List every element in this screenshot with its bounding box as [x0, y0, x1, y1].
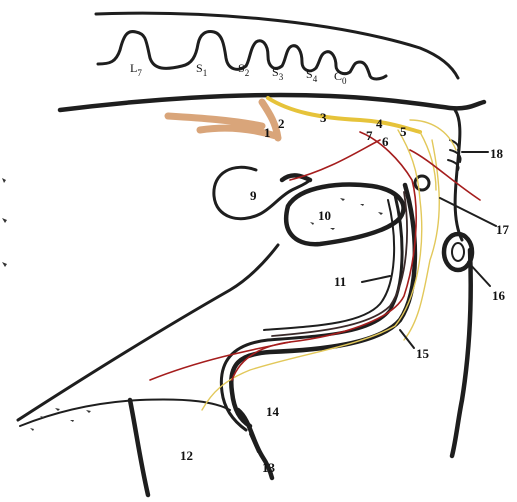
label-10: 10 — [318, 208, 331, 223]
margin-marks — [2, 178, 7, 267]
label-13: 13 — [262, 460, 276, 475]
label-7: 7 — [366, 128, 373, 143]
label-4: 4 — [376, 116, 383, 131]
ring-16-outer — [444, 234, 472, 270]
label-cd: C0 — [334, 69, 347, 86]
label-12: 12 — [180, 448, 193, 463]
label-l7: L7 — [130, 61, 142, 78]
label-2: 2 — [278, 116, 285, 131]
right-boundary — [452, 250, 471, 456]
label-17: 17 — [496, 222, 510, 237]
label-5: 5 — [400, 124, 407, 139]
label-15: 15 — [416, 346, 430, 361]
pointer-15 — [400, 330, 414, 348]
pelvic-floor-lower — [20, 399, 230, 426]
pointer-17 — [440, 198, 496, 226]
label-18: 18 — [490, 146, 504, 161]
label-6: 6 — [382, 134, 389, 149]
gland-10-outline — [286, 185, 403, 245]
label-s1: S1 — [196, 61, 207, 78]
vertebra-labels: L7 S1 S2 S3 S4 C0 — [130, 61, 347, 86]
label-9: 9 — [250, 188, 257, 203]
label-1: 1 — [264, 125, 271, 140]
label-14: 14 — [266, 404, 280, 419]
label-11: 11 — [334, 274, 346, 289]
pelvic-floor-line — [18, 245, 278, 420]
leg-outline-left — [130, 400, 148, 495]
label-16: 16 — [492, 288, 506, 303]
tail-outline — [455, 110, 462, 240]
nerve-1 — [168, 102, 278, 138]
pointer-11 — [362, 276, 390, 282]
ring-16-inner — [452, 243, 464, 261]
label-3: 3 — [320, 110, 327, 125]
